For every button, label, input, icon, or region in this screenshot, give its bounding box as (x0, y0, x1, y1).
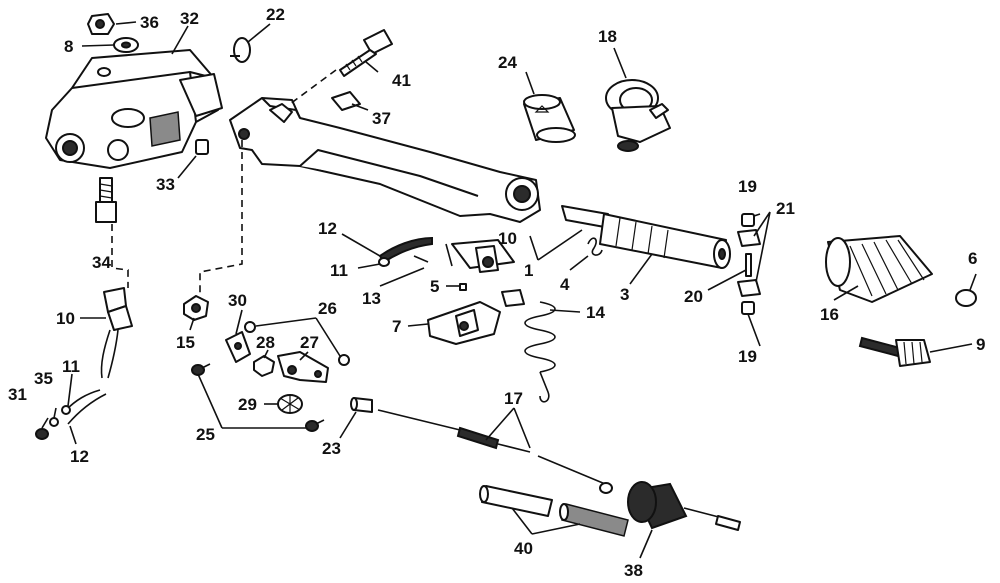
callout-6: 6 (968, 249, 977, 268)
callout-9: 9 (976, 335, 985, 354)
plate-30 (225, 331, 251, 363)
callout-28: 28 (256, 333, 275, 352)
bolt-34 (95, 177, 117, 223)
screw-25-left (191, 363, 211, 376)
callout-10-top: 10 (498, 229, 517, 248)
cable-17 (377, 409, 613, 494)
sleeve-23 (350, 397, 373, 413)
callout-11-top: 11 (330, 261, 348, 280)
callout-29: 29 (238, 395, 257, 414)
dash-bracket-down (111, 224, 129, 288)
callout-37: 37 (372, 109, 391, 128)
callout-11-left: 11 (62, 357, 80, 376)
block-21-bottom (737, 279, 761, 297)
callout-40: 40 (514, 539, 533, 558)
screw-25-right (305, 419, 325, 432)
callout-17: 17 (504, 389, 523, 408)
knob-9 (858, 336, 931, 367)
callout-19-bottom: 19 (738, 347, 757, 366)
callout-12-top: 12 (318, 219, 337, 238)
callout-5: 5 (430, 277, 439, 296)
callout-36: 36 (140, 13, 159, 32)
grip-cup-24 (523, 94, 576, 143)
throttle-shaft-3 (561, 205, 731, 269)
spring-14 (501, 289, 556, 403)
washer-8 (113, 37, 139, 53)
callout-24: 24 (498, 53, 517, 72)
callout-33: 33 (156, 175, 175, 194)
screw-31 (35, 428, 49, 440)
tiller-arm (229, 97, 541, 223)
callout-16: 16 (820, 305, 839, 324)
grip-16 (825, 235, 933, 303)
cap-6 (955, 289, 977, 307)
switch-10-top (451, 239, 515, 273)
nut-36 (87, 13, 115, 35)
callout-41: 41 (392, 71, 411, 90)
tube-40-bottom (559, 503, 629, 537)
callout-10-left: 10 (56, 309, 75, 328)
clip-4 (587, 237, 603, 256)
nut-15 (183, 295, 209, 321)
washer-26-left (244, 321, 256, 333)
callout-labels: 36 32 22 8 41 37 24 18 33 34 12 10 11 1 … (8, 5, 985, 580)
callout-27: 27 (300, 333, 319, 352)
bushing-19-bottom (741, 301, 755, 315)
callout-12-left: 12 (70, 447, 89, 466)
washer-22 (230, 37, 251, 63)
callout-32: 32 (180, 9, 199, 28)
callout-13: 13 (362, 289, 381, 308)
callout-31: 31 (8, 385, 27, 404)
dash-bolt-to-arm (289, 69, 337, 105)
clip-37 (331, 91, 361, 111)
callout-21: 21 (776, 199, 795, 218)
callout-34: 34 (92, 253, 111, 272)
switch-wires (378, 236, 433, 267)
nut-28 (253, 355, 275, 377)
callout-7: 7 (392, 317, 401, 336)
wires-left (61, 389, 107, 425)
steering-bracket (45, 49, 223, 169)
callout-30: 30 (228, 291, 247, 310)
leader-lines (41, 21, 977, 559)
callout-19-top: 19 (738, 177, 757, 196)
pin-20 (745, 253, 752, 277)
callout-22: 22 (266, 5, 285, 24)
screw-5 (459, 283, 467, 291)
callout-14: 14 (586, 303, 605, 322)
dash-arm-down (199, 140, 243, 300)
callout-18: 18 (598, 27, 617, 46)
grommet-33 (195, 139, 209, 155)
link-27 (277, 351, 329, 383)
washer-26-right (338, 354, 350, 366)
bushing-19-top (741, 213, 755, 227)
callout-3: 3 (620, 285, 629, 304)
washer-35 (49, 417, 59, 427)
gear-29 (277, 394, 303, 414)
switch-10-left (100, 287, 133, 379)
callout-38: 38 (624, 561, 643, 580)
bracket-7 (427, 301, 501, 345)
callout-4: 4 (560, 275, 570, 294)
callout-20: 20 (684, 287, 703, 306)
callout-15: 15 (176, 333, 195, 352)
callout-1: 1 (524, 261, 533, 280)
callout-25: 25 (196, 425, 215, 444)
callout-23: 23 (322, 439, 341, 458)
throttle-collar-18 (605, 79, 671, 152)
cylinder-38 (627, 481, 741, 531)
callout-26: 26 (318, 299, 337, 318)
callout-35: 35 (34, 369, 53, 388)
leader-1-shape (529, 229, 583, 261)
callout-8: 8 (64, 37, 73, 56)
tube-40-top (479, 485, 553, 517)
bolt-41 (339, 29, 393, 77)
